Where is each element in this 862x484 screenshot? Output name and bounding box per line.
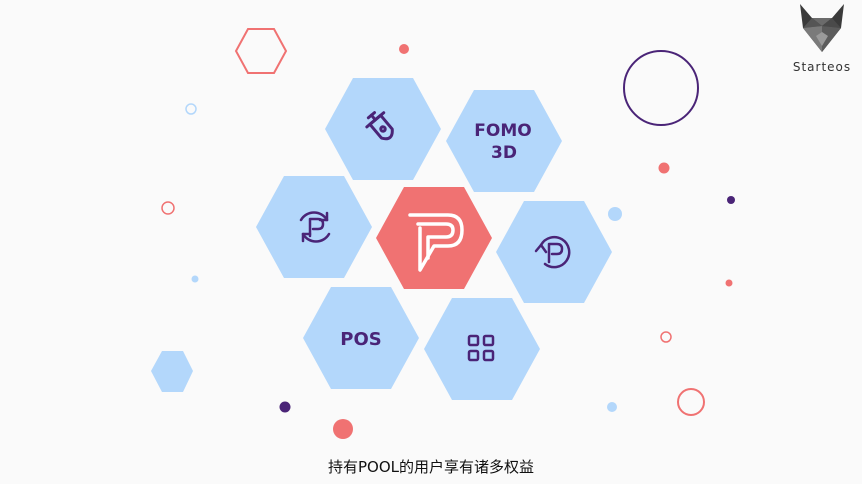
decor-dot	[677, 388, 705, 416]
decor-hex-filled-blue	[151, 351, 193, 392]
decor-dot	[727, 196, 735, 204]
hex-tile-pool-center[interactable]	[376, 187, 492, 289]
slide-caption: 持有POOL的用户享有诸多权益	[327, 458, 535, 476]
hex-tile-apps[interactable]	[424, 298, 540, 400]
decor-dot	[725, 279, 733, 287]
pos-label: POS	[340, 329, 381, 350]
decor-dot	[191, 275, 199, 283]
hex-tile-pos[interactable]: POS	[303, 287, 419, 389]
fomo-label-line1: FOMO	[474, 121, 531, 141]
decor-dot	[161, 201, 175, 215]
grid-apps-icon	[467, 334, 495, 362]
hex-tile-rewind[interactable]	[496, 201, 612, 303]
decor-hex-outline-red	[234, 28, 288, 74]
decor-dot	[279, 401, 291, 413]
decor-dot	[607, 402, 617, 412]
pool-p-logo-icon	[408, 213, 464, 272]
hex-tile-rocket[interactable]	[325, 78, 441, 180]
decor-dot	[333, 419, 353, 439]
rocket-icon	[365, 111, 394, 141]
rewind-p-icon	[534, 235, 571, 269]
hex-tile-fomo3d[interactable]: FOMO 3D	[446, 90, 562, 192]
decor-dot	[399, 44, 409, 54]
decor-dot	[658, 162, 670, 174]
brand-name: Starteos	[792, 60, 852, 74]
decor-circle-large-purple	[623, 50, 699, 126]
fomo-label-line2: 3D	[491, 143, 517, 163]
decor-dot	[660, 331, 672, 343]
brand-logo: Starteos	[786, 2, 858, 74]
decor-dot	[608, 207, 622, 221]
wolf-head-icon	[800, 4, 844, 52]
decor-dot	[185, 103, 197, 115]
refresh-p-icon	[299, 211, 331, 243]
hex-tile-refresh[interactable]	[256, 176, 372, 278]
